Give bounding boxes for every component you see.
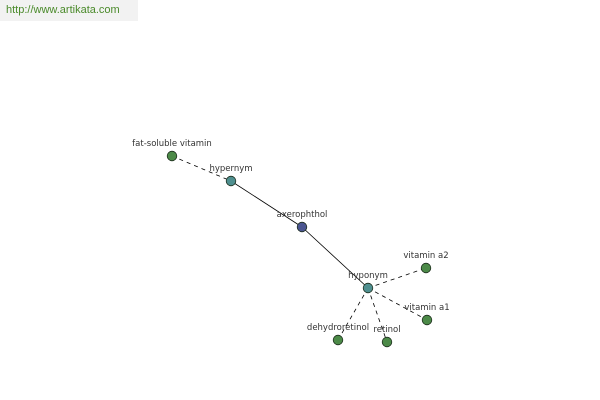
node-dot-hyponym[interactable] xyxy=(362,282,374,294)
node-label-axerophthol: axerophthol xyxy=(277,210,328,220)
node-dot-axerophthol[interactable] xyxy=(296,221,308,233)
node-vitamin-a1[interactable]: vitamin a1 xyxy=(404,303,450,326)
edge-fat-soluble-vitamin-hypernym xyxy=(171,155,232,182)
node-dot-fat-soluble-vitamin[interactable] xyxy=(166,150,178,162)
node-label-hyponym: hyponym xyxy=(348,271,388,281)
node-hyponym[interactable]: hyponym xyxy=(348,271,388,294)
node-dot-retinol[interactable] xyxy=(381,336,393,348)
edge-axerophthol-hyponym xyxy=(301,226,369,289)
nodes-layer: fat-soluble vitamin hypernym axerophthol… xyxy=(132,139,450,348)
node-label-fat-soluble-vitamin: fat-soluble vitamin xyxy=(132,139,212,149)
node-label-vitamin-a2: vitamin a2 xyxy=(403,251,448,261)
edges-layer xyxy=(171,155,428,343)
node-dot-vitamin-a1[interactable] xyxy=(421,314,433,326)
node-dot-vitamin-a2[interactable] xyxy=(420,262,432,274)
node-fat-soluble-vitamin[interactable]: fat-soluble vitamin xyxy=(132,139,212,162)
url-banner[interactable]: http://www.artikata.com xyxy=(0,0,138,21)
node-dot-dehydroretinol[interactable] xyxy=(332,334,344,346)
edge-hyponym-vitamin-a1 xyxy=(367,287,428,321)
edge-hypernym-axerophthol xyxy=(230,180,303,228)
node-hypernym[interactable]: hypernym xyxy=(209,164,253,187)
node-label-dehydroretinol: dehydroretinol xyxy=(307,323,369,333)
node-dehydroretinol[interactable]: dehydroretinol xyxy=(307,323,369,346)
node-label-retinol: retinol xyxy=(373,325,400,335)
edge-hyponym-retinol xyxy=(367,287,388,343)
edge-hyponym-vitamin-a2 xyxy=(367,267,427,289)
node-axerophthol[interactable]: axerophthol xyxy=(277,210,328,233)
node-label-hypernym: hypernym xyxy=(209,164,252,174)
edge-hyponym-dehydroretinol xyxy=(337,287,369,341)
node-label-vitamin-a1: vitamin a1 xyxy=(404,303,449,313)
node-vitamin-a2[interactable]: vitamin a2 xyxy=(403,251,449,274)
node-retinol[interactable]: retinol xyxy=(373,325,401,348)
node-dot-hypernym[interactable] xyxy=(225,175,237,187)
